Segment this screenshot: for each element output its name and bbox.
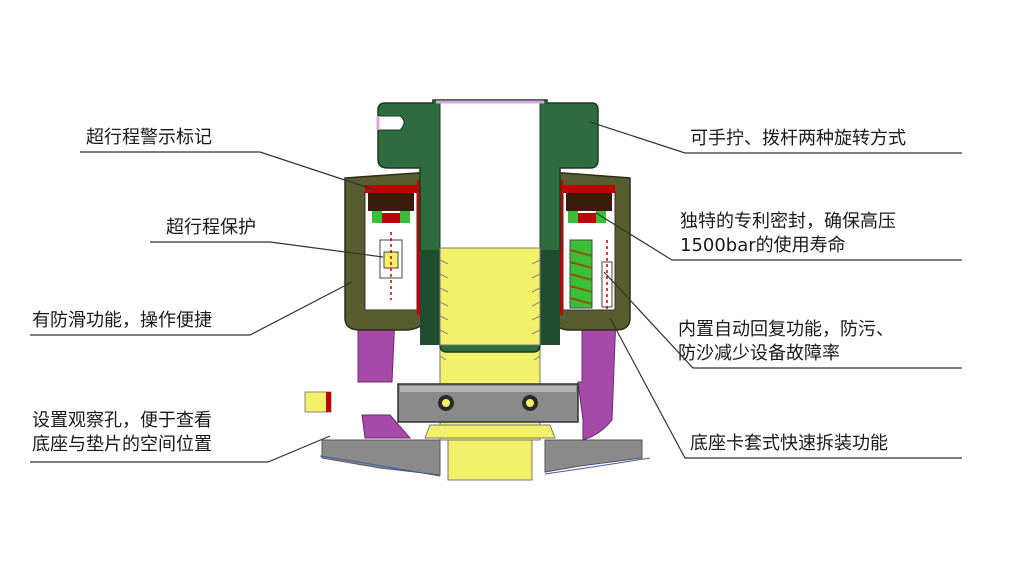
- base-sleeve: [357, 314, 617, 441]
- label-patent-seal: 独特的专利密封，确保高压 1500bar的使用寿命: [680, 210, 896, 258]
- label-observation-hole: 设置观察孔，便于查看 底座与垫片的空间位置: [32, 409, 212, 457]
- label-anti-slip: 有防滑功能，操作便捷: [32, 310, 212, 331]
- label-observation-hole-line-2: 底座与垫片的空间位置: [32, 434, 212, 455]
- seal-left: [365, 180, 421, 315]
- label-overtravel-mark: 超行程警示标记: [86, 127, 212, 148]
- label-observation-hole-line-1: 设置观察孔，便于查看: [32, 410, 212, 431]
- seal-right: [559, 180, 615, 315]
- label-auto-reset-line-2: 防沙减少设备故障率: [678, 343, 840, 364]
- nut-band: [397, 383, 579, 423]
- label-auto-reset: 内置自动回复功能，防污、 防沙减少设备故障率: [678, 318, 894, 366]
- label-patent-seal-line-2: 1500bar的使用寿命: [680, 235, 846, 256]
- label-rotation-modes: 可手拧、拨杆两种旋转方式: [690, 128, 906, 149]
- observation-window: [304, 391, 332, 413]
- central-body: [376, 99, 599, 353]
- label-quick-mount: 底座卡套式快速拆装功能: [690, 433, 888, 454]
- leader-lines: [30, 121, 962, 463]
- label-auto-reset-line-1: 内置自动回复功能，防污、: [678, 319, 894, 340]
- label-overtravel-protect: 超行程保护: [166, 217, 256, 238]
- label-patent-seal-line-1: 独特的专利密封，确保高压: [680, 211, 896, 232]
- base-plate: [319, 439, 651, 477]
